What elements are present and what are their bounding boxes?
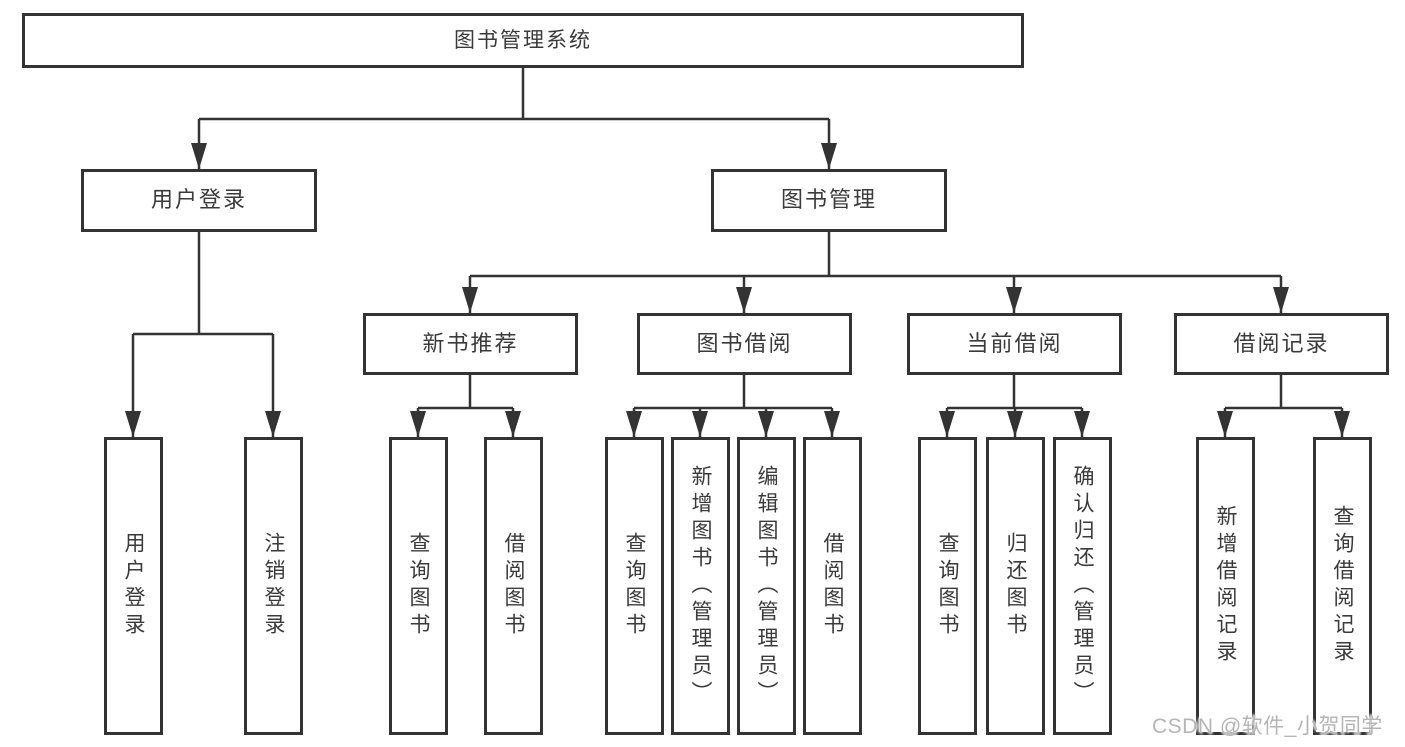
node-current-borrow: 当前借阅 — [907, 313, 1122, 375]
leaf-query-borrow-record: 查询借阅记录 — [1313, 437, 1372, 735]
arrowhead-icon — [1334, 411, 1350, 437]
arrowhead-icon — [939, 411, 955, 437]
arrowhead-icon — [1217, 411, 1233, 437]
leaf-add-books-admin: 新增图书（管理员） — [671, 437, 730, 735]
leaf-query-books-3: 查询图书 — [918, 437, 977, 735]
arrowhead-icon — [692, 411, 708, 437]
leaf-return-books: 归还图书 — [986, 437, 1045, 735]
leaf-borrow-books-2: 借阅图书 — [803, 437, 862, 735]
node-book-borrow: 图书借阅 — [637, 313, 852, 375]
leaf-borrow-books-1: 借阅图书 — [484, 437, 543, 735]
arrowhead-icon — [736, 287, 752, 313]
leaf-confirm-return-admin: 确认归还（管理员） — [1053, 437, 1112, 735]
leaf-query-books-2: 查询图书 — [605, 437, 664, 735]
leaf-query-books-1: 查询图书 — [389, 437, 448, 735]
leaf-add-borrow-record: 新增借阅记录 — [1196, 437, 1255, 735]
arrowhead-icon — [1273, 287, 1289, 313]
node-user-login: 用户登录 — [81, 169, 317, 232]
arrowhead-icon — [410, 411, 426, 437]
arrowhead-icon — [462, 287, 478, 313]
arrowhead-icon — [505, 411, 521, 437]
node-book-management: 图书管理 — [711, 169, 947, 232]
leaf-logout: 注销登录 — [244, 437, 303, 735]
arrowhead-icon — [265, 411, 281, 437]
arrowhead-icon — [1007, 411, 1023, 437]
csdn-watermark: CSDN @软件_小贺同学 — [1152, 715, 1383, 738]
node-new-book-recommend: 新书推荐 — [363, 313, 578, 375]
node-library-management-system: 图书管理系统 — [22, 13, 1024, 68]
arrowhead-icon — [1006, 287, 1022, 313]
leaf-edit-books-admin: 编辑图书（管理员） — [737, 437, 796, 735]
leaf-user-login: 用户登录 — [104, 437, 163, 735]
connector-paths — [131, 68, 1344, 437]
arrowhead-icon — [1074, 411, 1090, 437]
arrowhead-icon — [758, 411, 774, 437]
arrowhead-icon — [821, 143, 837, 169]
arrowhead-icon — [626, 411, 642, 437]
arrowhead-icon — [125, 411, 141, 437]
arrowhead-icon — [191, 143, 207, 169]
arrowhead-icon — [824, 411, 840, 437]
node-borrow-records: 借阅记录 — [1174, 313, 1389, 375]
